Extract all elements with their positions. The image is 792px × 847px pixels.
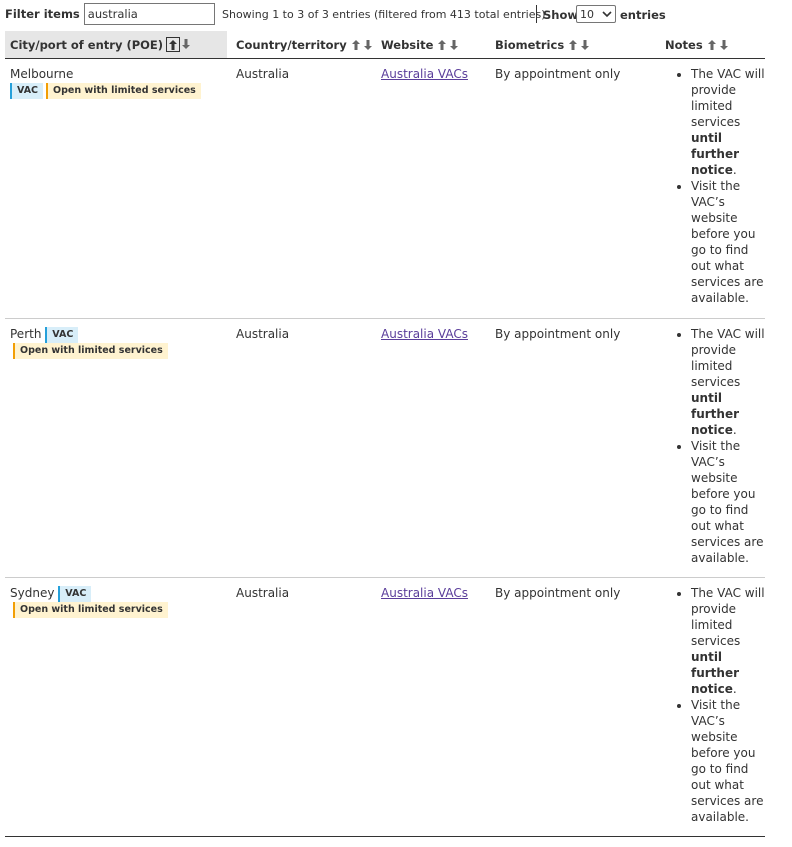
col-country-label: Country/territory: [236, 37, 347, 52]
note-item: The VAC will provide limited services un…: [691, 585, 765, 697]
sort-asc-icon[interactable]: [350, 38, 362, 52]
table-header: City/port of entry (POE) Country/territo…: [5, 31, 765, 59]
chevron-down-icon: [602, 11, 612, 18]
note-item: The VAC will provide limited services un…: [691, 66, 765, 178]
city-cell: Sydney VACOpen with limited services: [10, 585, 230, 618]
sort-asc-icon[interactable]: [706, 38, 718, 52]
notes-list: The VAC will provide limited services un…: [673, 585, 765, 825]
country-cell: Australia: [236, 586, 290, 600]
note-item: Visit the VAC’s website before you go to…: [691, 438, 765, 566]
sort-controls: [166, 37, 192, 52]
note-bold: until further notice: [691, 650, 740, 696]
sort-controls: [706, 38, 730, 52]
website-cell: Australia VACs: [381, 66, 491, 82]
filter-input[interactable]: [83, 3, 215, 25]
col-notes-label: Notes: [665, 37, 703, 52]
sort-desc-icon[interactable]: [718, 38, 730, 52]
sort-controls: [567, 38, 591, 52]
note-item: The VAC will provide limited services un…: [691, 326, 765, 438]
sort-controls: [350, 38, 374, 52]
country-cell: Australia: [236, 327, 290, 341]
city-cell: Perth VACOpen with limited services: [10, 326, 230, 359]
sort-desc-icon[interactable]: [579, 38, 591, 52]
col-city[interactable]: City/port of entry (POE): [5, 31, 227, 58]
note-text: .: [732, 163, 737, 177]
website-cell: Australia VACs: [381, 326, 491, 342]
col-biometrics-label: Biometrics: [495, 37, 565, 52]
biometrics-cell: By appointment only: [495, 327, 621, 341]
sort-desc-icon[interactable]: [448, 38, 460, 52]
table-info: Showing 1 to 3 of 3 entries (filtered fr…: [222, 8, 546, 21]
col-notes[interactable]: Notes: [665, 31, 730, 58]
country-cell: Australia: [236, 67, 290, 81]
note-bold: until further notice: [691, 131, 740, 177]
status-badge: Open with limited services: [13, 343, 168, 359]
sort-asc-icon[interactable]: [166, 37, 181, 52]
sort-desc-icon[interactable]: [180, 37, 192, 51]
city-name: Melbourne: [10, 67, 74, 81]
vac-badge: VAC: [45, 326, 79, 343]
note-text: .: [732, 423, 737, 437]
website-link[interactable]: Australia VACs: [381, 67, 468, 81]
city-name: Perth: [10, 327, 42, 341]
notes-cell: The VAC will provide limited services un…: [673, 326, 765, 566]
note-item: Visit the VAC’s website before you go to…: [691, 178, 765, 306]
page-length-value: 10: [580, 7, 594, 21]
biometrics-cell: By appointment only: [495, 67, 621, 81]
website-link[interactable]: Australia VACs: [381, 327, 468, 341]
sort-asc-icon[interactable]: [436, 38, 448, 52]
biometrics-cell: By appointment only: [495, 586, 621, 600]
website-cell: Australia VACs: [381, 585, 491, 601]
note-text: .: [732, 682, 737, 696]
vac-badge: VAC: [58, 585, 92, 602]
note-bold: until further notice: [691, 391, 740, 437]
sort-desc-icon[interactable]: [362, 38, 374, 52]
col-website-label: Website: [381, 37, 434, 52]
note-text: The VAC will provide limited services: [691, 327, 765, 389]
note-text: The VAC will provide limited services: [691, 586, 765, 648]
website-link[interactable]: Australia VACs: [381, 586, 468, 600]
show-label: Show: [543, 8, 578, 22]
filter-control: Filter items: [5, 1, 215, 27]
col-website[interactable]: Website: [381, 31, 460, 58]
show-suffix: entries: [620, 8, 666, 22]
status-badge: Open with limited services: [13, 602, 168, 618]
notes-list: The VAC will provide limited services un…: [673, 66, 765, 306]
vac-badge: VAC: [10, 82, 44, 99]
page-length-select[interactable]: 10: [576, 5, 616, 23]
notes-list: The VAC will provide limited services un…: [673, 326, 765, 566]
note-text: The VAC will provide limited services: [691, 67, 765, 129]
note-item: Visit the VAC’s website before you go to…: [691, 697, 765, 825]
notes-cell: The VAC will provide limited services un…: [673, 585, 765, 825]
col-country[interactable]: Country/territory: [236, 31, 374, 58]
status-badge: Open with limited services: [46, 82, 201, 99]
col-biometrics[interactable]: Biometrics: [495, 31, 591, 58]
city-name: Sydney: [10, 586, 55, 600]
notes-cell: The VAC will provide limited services un…: [673, 66, 765, 306]
table-row: Perth VACOpen with limited services Aust…: [5, 319, 765, 578]
info-divider: [536, 5, 537, 23]
sort-controls: [436, 38, 460, 52]
col-city-label: City/port of entry (POE): [10, 37, 164, 52]
table-row: Sydney VACOpen with limited services Aus…: [5, 578, 765, 837]
filter-label: Filter items: [5, 7, 80, 21]
sort-asc-icon[interactable]: [567, 38, 579, 52]
